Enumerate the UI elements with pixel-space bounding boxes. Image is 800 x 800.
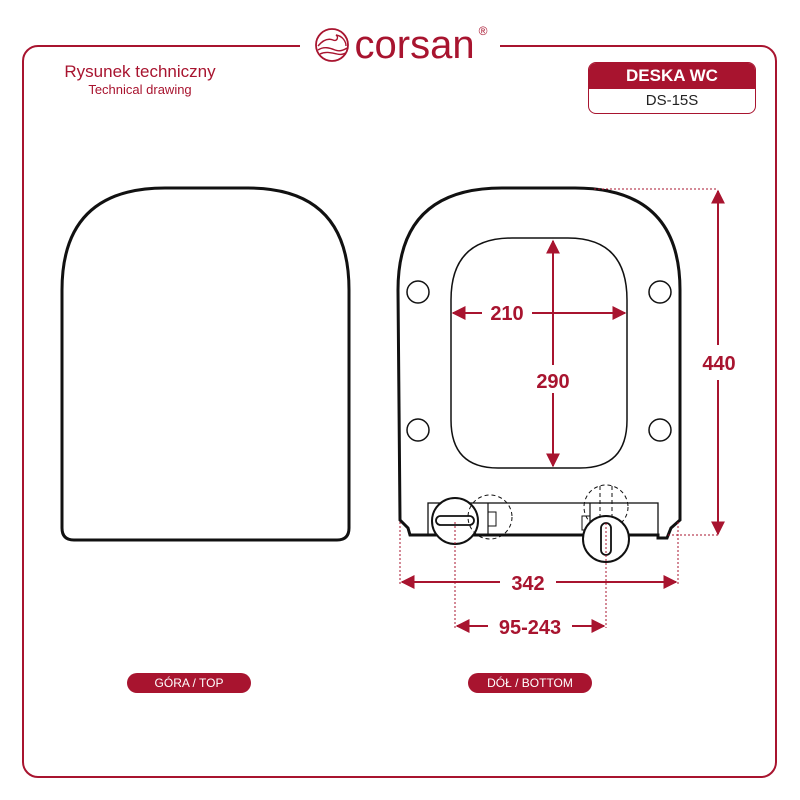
title-polish: Rysunek techniczny (64, 62, 216, 81)
title-english: Technical drawing (88, 82, 192, 97)
brand-name: corsan (354, 23, 475, 67)
view-label-top: GÓRA / TOP (127, 673, 251, 693)
brand-logo: corsan ® (300, 20, 500, 70)
product-badge: DESKA WC DS-15S (588, 62, 756, 114)
dim-overall-length: 440 (702, 353, 735, 375)
seat-top-view (60, 186, 351, 542)
dim-hinge-spacing: 95-243 (499, 617, 561, 639)
bumper-hole (406, 418, 430, 442)
drawing-title: Rysunek techniczny Technical drawing (40, 62, 240, 98)
bumper-hole (406, 280, 430, 304)
bumper-hole (648, 418, 672, 442)
dim-inner-length: 290 (536, 371, 569, 393)
seat-opening (450, 237, 628, 469)
dim-overall-width: 342 (511, 573, 544, 595)
hinge-bar (427, 502, 659, 536)
view-label-bottom: DÓŁ / BOTTOM (468, 673, 592, 693)
dimension-lines (399, 188, 725, 633)
product-code: DS-15S (645, 92, 699, 109)
hinge-left (431, 497, 479, 545)
dim-inner-width: 210 (490, 303, 523, 325)
registered-mark: ® (478, 24, 488, 38)
wave-circle-icon (314, 28, 349, 62)
bumper-hole (648, 280, 672, 304)
product-name: DESKA WC (589, 63, 755, 89)
dimension-labels: 210 290 440 342 95-243 (490, 303, 735, 639)
